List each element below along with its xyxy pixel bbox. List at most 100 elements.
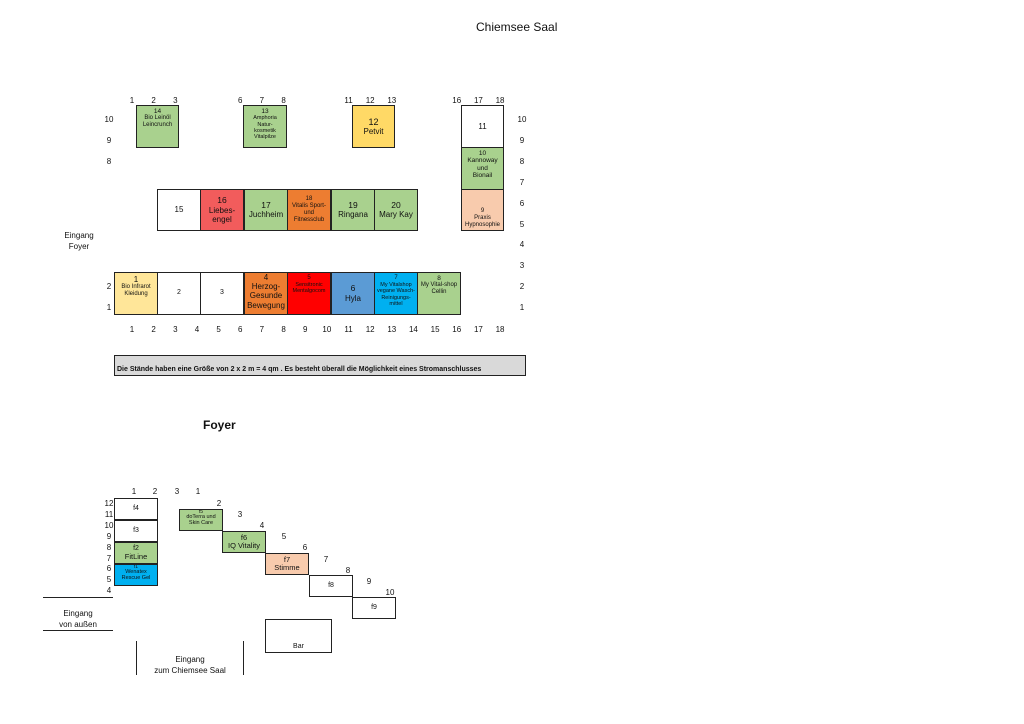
column-number: 18	[495, 325, 505, 334]
column-number: 12	[365, 325, 375, 334]
stand-label: Bio Infrarot Kleidung	[121, 284, 151, 298]
column-number: 4	[194, 325, 200, 334]
saal-title: Chiemsee Saal	[476, 20, 558, 34]
step-number: 4	[259, 521, 265, 530]
column-number: 3	[174, 487, 180, 496]
row-number: 6	[519, 198, 525, 208]
column-number: 17	[473, 325, 483, 334]
foyer-stand-f8[interactable]: f8	[309, 575, 353, 597]
column-number: 16	[452, 96, 462, 105]
step-number: 6	[302, 543, 308, 552]
stand-number: 11	[478, 121, 487, 131]
stand-number: 16	[217, 194, 227, 205]
stand-number: 12	[368, 116, 379, 127]
row-number: 5	[106, 575, 112, 585]
stand-label: Liebes- engel	[208, 205, 236, 224]
row-number: 4	[106, 586, 112, 596]
stand-s15[interactable]: 15	[157, 189, 201, 231]
stand-label: FitLine	[124, 551, 148, 561]
outside-entrance-line-bottom	[43, 630, 113, 631]
stand-s11[interactable]: 11	[461, 105, 504, 148]
stand-number: 18	[305, 196, 313, 203]
foyer-stand-bar[interactable]: Bar	[265, 619, 332, 653]
column-number: 3	[173, 325, 178, 334]
stand-label: Juchheim	[248, 210, 284, 220]
column-number: 13	[387, 325, 397, 334]
foyer-stand-f3[interactable]: f3	[114, 520, 158, 542]
column-number: 17	[473, 96, 483, 105]
stand-number: 19	[348, 199, 358, 210]
stand-number: 1	[133, 275, 139, 284]
stand-label: Vitalis Sport- und Fitnessclub	[292, 203, 326, 223]
column-number: 11	[344, 325, 353, 334]
column-number: 9	[302, 325, 308, 334]
stand-label: Kannoway und Bionail	[467, 157, 498, 180]
row-number: 12	[104, 499, 114, 508]
stand-label: Praxis Hypnosophie	[464, 215, 501, 229]
stand-label: Sensitronic Mentalgocom	[292, 281, 326, 295]
stand-s3[interactable]: 3	[200, 272, 244, 315]
stand-label: Mary Kay	[379, 210, 413, 220]
column-number: 2	[151, 325, 156, 334]
step-number: 2	[216, 499, 222, 508]
row-number: 3	[519, 261, 525, 271]
stand-number: 6	[350, 283, 356, 294]
row-number: 2	[106, 282, 112, 292]
entrance-outside-label: Eingang von außen	[59, 609, 97, 629]
stand-number: 15	[174, 205, 184, 215]
stand-number: 7	[394, 275, 398, 281]
column-number: 7	[259, 96, 265, 105]
row-number: 10	[104, 115, 114, 125]
stand-number: f8	[328, 582, 334, 590]
row-number: 10	[104, 520, 114, 530]
step-number: 10	[385, 588, 395, 597]
row-number: 5	[519, 219, 525, 229]
stand-label: Hyla	[344, 293, 361, 303]
column-number: 12	[365, 96, 375, 105]
column-number: 5	[216, 325, 221, 334]
stand-s2[interactable]: 2	[157, 272, 201, 315]
stand-number: f2	[133, 545, 139, 553]
foyer-stand-f4[interactable]: f4	[114, 498, 158, 520]
stand-label: Herzog- Gesunde Bewegung	[247, 282, 285, 310]
stand-size-note: Die Stände haben eine Größe von 2 x 2 m …	[114, 355, 526, 376]
stand-number: 4	[263, 273, 269, 282]
stand-number: 10	[478, 150, 487, 157]
column-number: 10	[322, 325, 332, 334]
column-number: 16	[452, 325, 462, 334]
stand-label: Petvit	[363, 127, 384, 137]
stand-number: f3	[133, 527, 139, 535]
row-number: 7	[519, 177, 525, 187]
stand-label: Bio Leinöl Leincrunch	[142, 115, 173, 129]
column-number: 1	[131, 487, 137, 496]
stand-number: f5	[198, 509, 204, 515]
row-number: 6	[106, 564, 112, 574]
stand-number: f9	[371, 604, 377, 612]
row-number: 9	[106, 136, 112, 146]
foyer-stand-f9[interactable]: f9	[352, 597, 396, 619]
row-number: 8	[519, 157, 525, 167]
stand-number: 13	[261, 108, 269, 115]
column-number: 6	[238, 96, 243, 105]
